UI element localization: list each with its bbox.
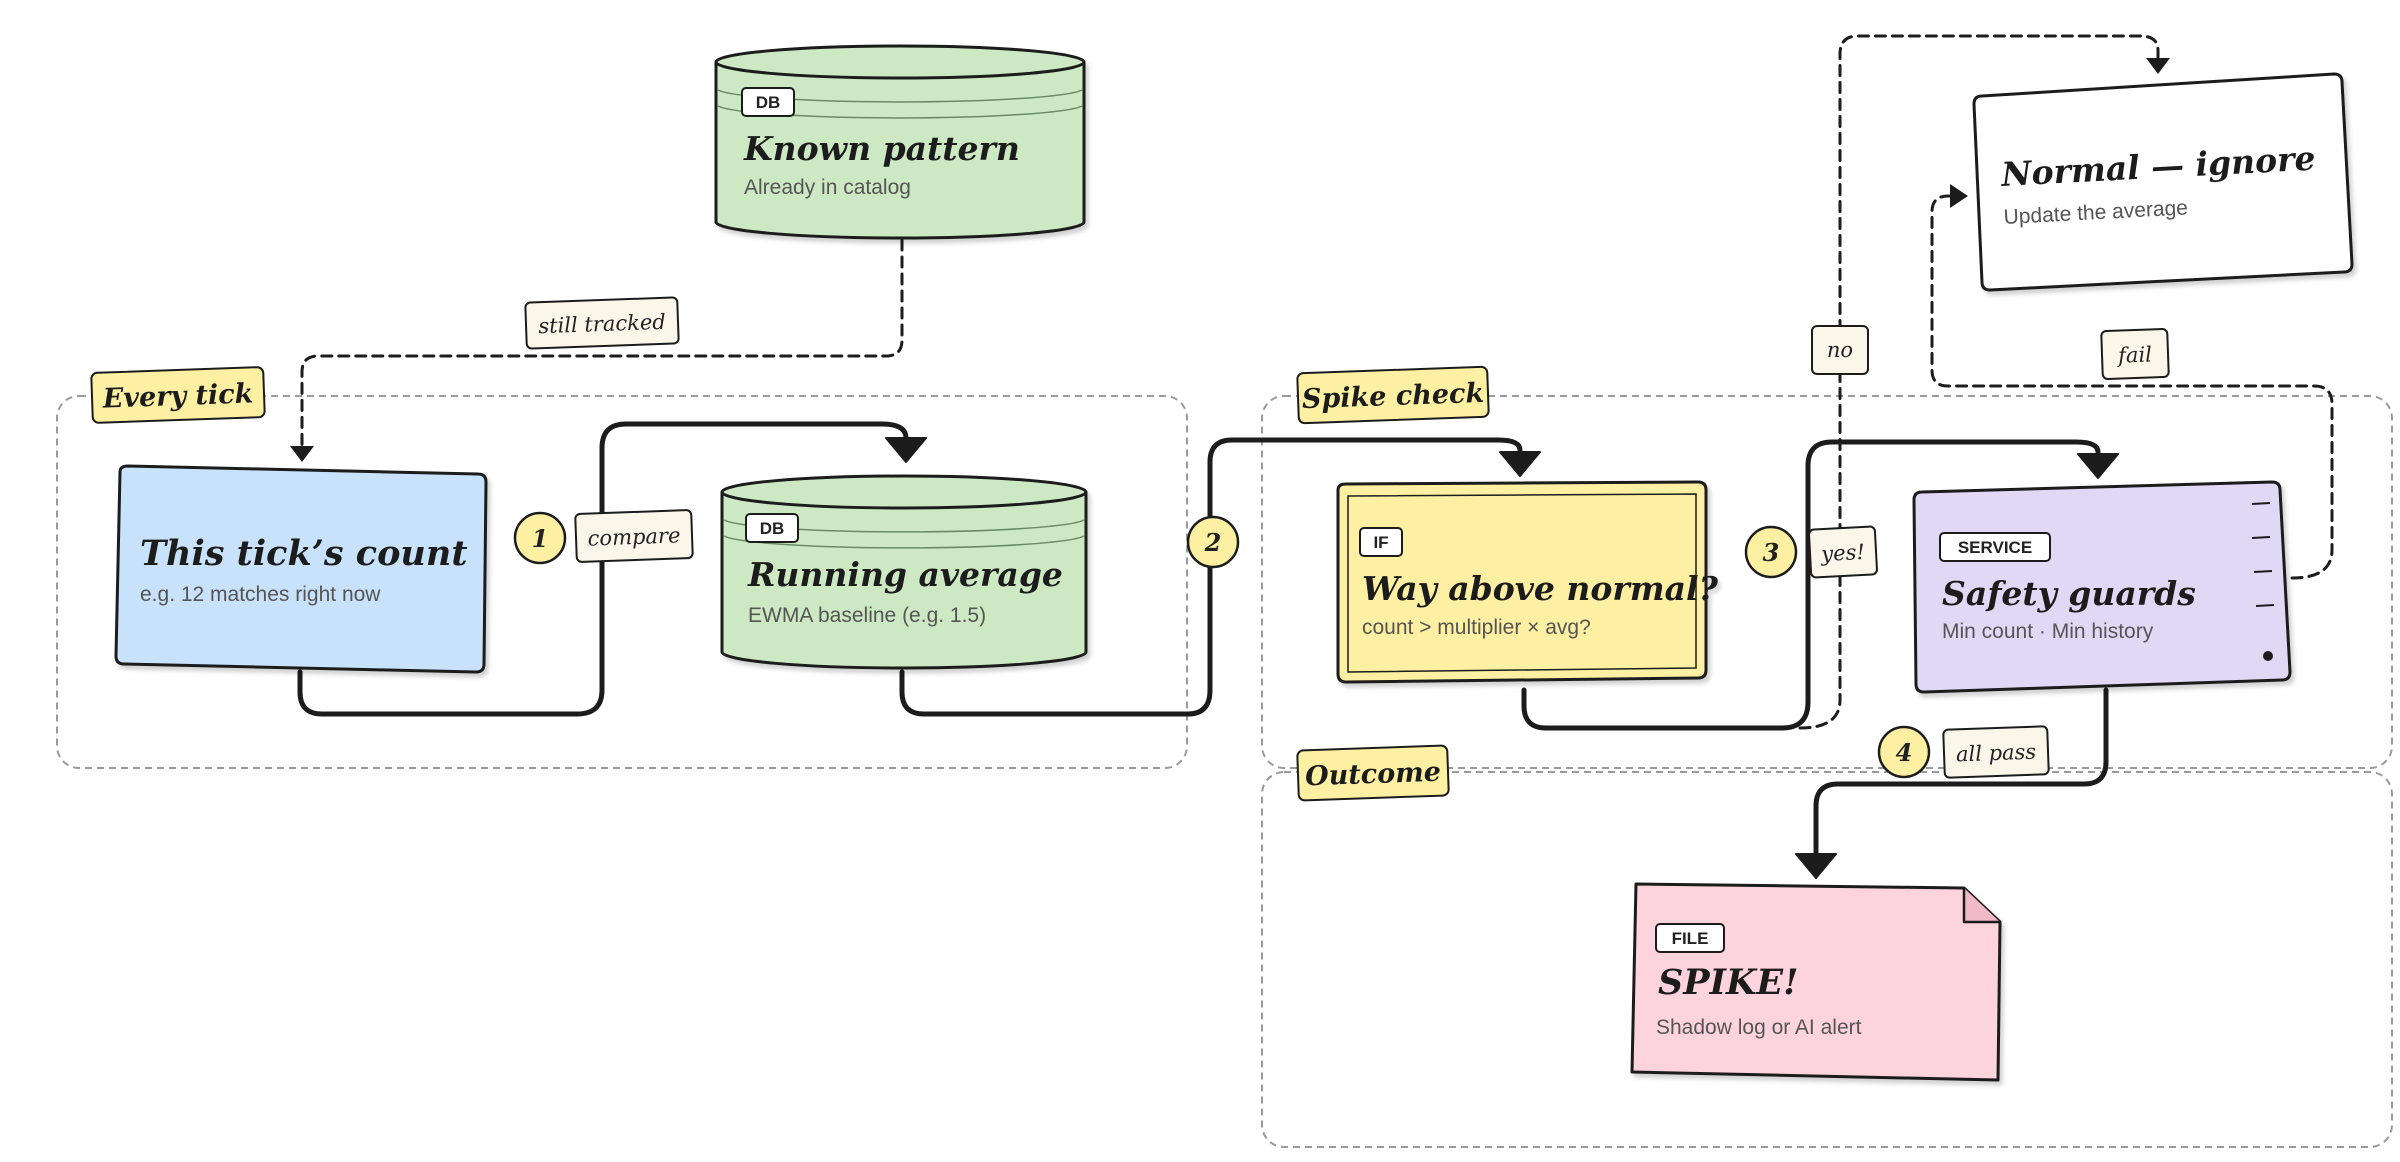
node-normal-ignore: Normal — ignore Update the average bbox=[1972, 72, 2354, 292]
edge-label-still-tracked: still tracked bbox=[524, 296, 680, 350]
tag-spike-check: Spike check bbox=[1296, 365, 1490, 425]
group-every-tick bbox=[56, 395, 1188, 769]
step-badge-3-text: 3 bbox=[1763, 538, 1780, 567]
edge-label-no: no bbox=[1811, 325, 1869, 375]
edge-compare bbox=[297, 421, 909, 717]
edge-label-fail-text: fail bbox=[2116, 342, 2153, 367]
step-badge-4: 4 bbox=[1877, 725, 1931, 779]
service-rack-lines bbox=[2251, 502, 2275, 607]
edge-yes-arrowhead bbox=[2077, 453, 2119, 479]
step-badge-2: 2 bbox=[1186, 515, 1240, 569]
safety-guards-badge: SERVICE bbox=[1958, 538, 2032, 557]
safety-guards-title: Safety guards bbox=[1942, 574, 2196, 613]
edge-no-arrowhead bbox=[2146, 58, 2170, 74]
node-spike: FILE SPIKE! Shadow log or AI alert bbox=[1630, 882, 2002, 1082]
node-way-above-normal: IF Way above normal? count > multiplier … bbox=[1336, 480, 1719, 684]
known-pattern-subtitle: Already in catalog bbox=[744, 176, 911, 199]
service-status-dot bbox=[2263, 651, 2273, 661]
safety-guards-subtitle: Min count · Min history bbox=[1942, 620, 2154, 643]
way-above-subtitle: count > multiplier × avg? bbox=[1362, 616, 1591, 639]
step-badge-2-text: 2 bbox=[1204, 528, 1222, 557]
edge-label-compare-text: compare bbox=[587, 523, 681, 550]
step-badge-1-text: 1 bbox=[532, 524, 549, 553]
edge-label-still-tracked-text: still tracked bbox=[538, 310, 666, 338]
running-average-title: Running average bbox=[747, 555, 1063, 594]
edge-still-tracked-arrowhead bbox=[290, 446, 314, 462]
edge-yes bbox=[1521, 439, 2101, 731]
edge-no bbox=[1798, 34, 2160, 730]
step-badge-4-text: 4 bbox=[1896, 738, 1913, 767]
way-above-title: Way above normal? bbox=[1362, 569, 1719, 608]
edge-label-fail: fail bbox=[2100, 328, 2170, 380]
edge-step-2-arrowhead bbox=[1499, 451, 1541, 477]
step-badge-3: 3 bbox=[1744, 525, 1798, 579]
group-spike-check bbox=[1261, 395, 2393, 769]
tag-outcome-label: Outcome bbox=[1305, 757, 1442, 793]
tag-every-tick-label: Every tick bbox=[101, 378, 254, 414]
edge-fail bbox=[1930, 194, 2334, 580]
edge-fail-arrowhead bbox=[1950, 184, 1968, 208]
way-above-badge: IF bbox=[1373, 533, 1388, 552]
running-average-subtitle: EWMA baseline (e.g. 1.5) bbox=[748, 604, 986, 627]
node-tick-count: This tick’s count e.g. 12 matches right … bbox=[114, 464, 488, 674]
node-safety-guards: SERVICE Safety guards Min count · Min hi… bbox=[1912, 480, 2292, 694]
step-badge-1: 1 bbox=[513, 511, 567, 565]
edge-label-yes-text: yes! bbox=[1820, 540, 1866, 566]
node-known-pattern: DB Known pattern Already in catalog bbox=[714, 44, 1086, 240]
edge-still-tracked bbox=[300, 238, 904, 448]
group-outcome bbox=[1261, 771, 2393, 1148]
tag-outcome: Outcome bbox=[1296, 744, 1450, 802]
edge-label-yes: yes! bbox=[1808, 525, 1878, 579]
edge-label-all-pass-text: all pass bbox=[1956, 740, 2037, 767]
edge-all-pass-arrowhead bbox=[1795, 853, 1837, 879]
known-pattern-title: Known pattern bbox=[743, 129, 1020, 168]
node-running-average: DB Running average EWMA baseline (e.g. 1… bbox=[720, 474, 1088, 670]
tag-spike-check-label: Spike check bbox=[1301, 378, 1484, 415]
running-average-badge: DB bbox=[760, 519, 785, 538]
spike-badge: FILE bbox=[1672, 929, 1709, 948]
known-pattern-badge: DB bbox=[756, 93, 781, 112]
edge-step-2 bbox=[899, 437, 1523, 717]
spike-subtitle: Shadow log or AI alert bbox=[1656, 1016, 1862, 1039]
edge-label-compare: compare bbox=[574, 509, 694, 563]
edge-compare-arrowhead bbox=[885, 437, 927, 463]
tag-every-tick: Every tick bbox=[90, 366, 266, 424]
edge-label-no-text: no bbox=[1827, 338, 1853, 362]
spike-title: SPIKE! bbox=[1658, 962, 1798, 1003]
tick-count-title: This tick’s count bbox=[140, 533, 468, 574]
tick-count-subtitle: e.g. 12 matches right now bbox=[140, 583, 381, 606]
edge-label-all-pass: all pass bbox=[1942, 725, 2050, 779]
edge-all-pass bbox=[1813, 687, 2109, 855]
